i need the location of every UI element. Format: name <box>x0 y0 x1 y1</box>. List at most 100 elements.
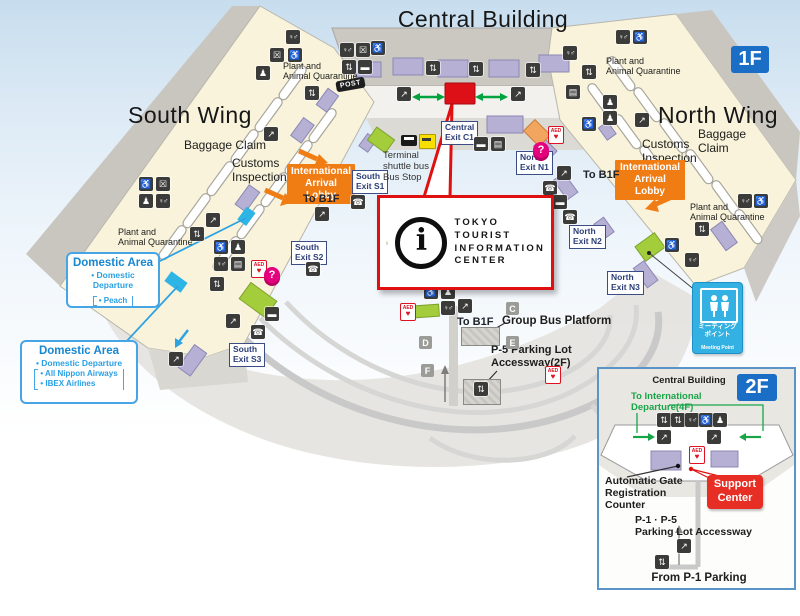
wheelchair-icon: ♿ <box>582 117 596 131</box>
escalator-icon: ↗ <box>557 166 571 180</box>
aed-icon: AED♥ <box>400 303 416 321</box>
meeting-point-jp-label: ミーティング ポイント <box>698 323 737 338</box>
south-to-b1f-label: To B1F <box>303 193 340 205</box>
elevator-icon: ⇅ <box>582 65 596 79</box>
elevator-icon: ⇅ <box>190 227 204 241</box>
south-exit-s1-label: South Exit S1 <box>352 170 389 194</box>
shuttle-bus-stop-label: Terminal shuttle bus Bus Stop <box>383 150 429 183</box>
escalator-icon: ↗ <box>458 299 472 313</box>
restroom-icon: ♀♂ <box>563 46 577 60</box>
north-exit-n2-label: North Exit N2 <box>569 225 606 249</box>
bus-stop-d-badge: D <box>419 336 432 349</box>
escalator-icon: ↗ <box>169 352 183 366</box>
central-exit-c1-label: Central Exit C1 <box>441 121 479 145</box>
restroom-icon: ♀♂ <box>738 194 752 208</box>
quarantine-person-icon: ♟ <box>603 111 617 125</box>
wheelchair-icon: ♿ <box>665 238 679 252</box>
south-exit-s2-label: South Exit S2 <box>291 241 328 265</box>
coin-locker-icon: ▤ <box>566 85 580 99</box>
aed-icon: AED♥ <box>548 126 564 144</box>
escalator-icon: ↗ <box>657 430 671 444</box>
escalator-icon: ↗ <box>315 207 329 221</box>
smoking-room-icon: ▬ <box>358 60 372 74</box>
elevator-icon: ⇅ <box>657 413 671 427</box>
south-exit-s3-label: South Exit S3 <box>229 343 266 367</box>
airline-list: • All Nippon Airways • IBEX Airlines <box>34 369 124 390</box>
coin-locker-icon: ♟ <box>713 413 727 427</box>
north-to-b1f-label: To B1F <box>583 169 620 181</box>
quarantine-person-icon: ♟ <box>256 66 270 80</box>
bus-stop-icon <box>419 134 436 149</box>
domestic-departure-item: • Domestic Departure <box>35 358 123 368</box>
coin-locker-icon: ▤ <box>491 137 505 151</box>
wheelchair-icon: ♿ <box>288 48 302 62</box>
central-building-title: Central Building <box>397 6 569 32</box>
elevator-icon: ⇅ <box>474 382 488 396</box>
baggage-check-icon: ☒ <box>270 48 284 62</box>
domestic-area-ana-box: Domestic Area • Domestic Departure • All… <box>20 340 138 404</box>
info-phone-icon: ☎ <box>251 325 265 339</box>
north-wing-title: North Wing <box>658 102 779 128</box>
floor-2f-inset: Central Building 2F To International Dep… <box>597 367 796 590</box>
south-intl-arrival-lobby-label: International Arrival Lobby <box>287 164 355 204</box>
north-quarantine-right-label: Plant and Animal Quarantine <box>690 202 765 223</box>
domestic-area-peach-box: Domestic Area • Domestic Departure • Pea… <box>66 252 160 308</box>
elevator-icon: ⇅ <box>305 86 319 100</box>
restroom-icon: ♀♂ <box>286 30 300 44</box>
elevator-icon: ⇅ <box>695 222 709 236</box>
bus-stop-c-badge: C <box>506 302 519 315</box>
from-p1-parking-label: From P-1 Parking <box>651 572 747 584</box>
south-baggage-claim-label: Baggage Claim <box>184 138 267 152</box>
coin-locker-icon: ▤ <box>231 257 245 271</box>
north-quarantine-top-label: Plant and Animal Quarantine <box>606 56 681 77</box>
wheelchair-icon: ♿ <box>371 41 385 55</box>
wheelchair-icon: ♿ <box>633 30 647 44</box>
smoking-room-icon: ▬ <box>474 137 488 151</box>
info-phone-icon: ☎ <box>543 181 557 195</box>
baggage-check-icon: ☒ <box>356 43 370 57</box>
escalator-icon: ↗ <box>206 213 220 227</box>
south-quarantine-top-label: Plant and Animal Quarantine <box>283 61 358 82</box>
p1-p5-accessway-label: P-1 · P-5 Parking Lot Accessway <box>635 514 752 539</box>
smoking-room-icon: ▬ <box>265 307 279 321</box>
information-counter-icon: ? <box>533 142 549 158</box>
elevator-icon: ⇅ <box>469 62 483 76</box>
floor-2f-badge: 2F <box>737 374 777 401</box>
escalator-icon: ↗ <box>707 430 721 444</box>
wheelchair-icon: ♿ <box>699 413 713 427</box>
elevator-icon: ⇅ <box>655 555 669 569</box>
restroom-icon: ♀♂ <box>616 30 630 44</box>
support-center-label: Support Center <box>707 475 763 509</box>
restroom-icon: ♀♂ <box>156 194 170 208</box>
tic-wave-logo <box>386 240 389 245</box>
north-baggage-claim-label: Baggage Claim <box>698 127 747 155</box>
airline-ibex: • IBEX Airlines <box>40 379 96 389</box>
restroom-icon: ♀♂ <box>685 253 699 267</box>
south-quarantine-left-label: Plant and Animal Quarantine <box>118 227 193 248</box>
meeting-point-sign: ミーティング ポイント Meeting Point <box>692 282 743 354</box>
p5-accessway-label: P-5 Parking Lot Accessway(2F) <box>491 344 572 369</box>
elevator-icon: ⇅ <box>526 63 540 77</box>
escalator-icon: ↗ <box>677 539 691 553</box>
wheelchair-icon: ♿ <box>214 240 228 254</box>
bus-stop-e-badge: E <box>506 336 519 349</box>
meeting-point-en-label: Meeting Point <box>701 345 734 351</box>
escalator-icon: ↗ <box>264 127 278 141</box>
tourist-info-callout: i TOKYO TOURIST INFORMATION CENTER <box>377 195 554 290</box>
restroom-icon: ♀♂ <box>214 257 228 271</box>
south-customs-label: Customs Inspection <box>232 156 287 184</box>
airline-ana: • All Nippon Airways <box>40 369 118 378</box>
info-phone-icon: ☎ <box>563 210 577 224</box>
quarantine-person-icon: ♟ <box>603 95 617 109</box>
aed-icon: AED♥ <box>545 366 561 384</box>
smoking-room-icon: ▬ <box>553 195 567 209</box>
elevator-icon: ⇅ <box>342 60 356 74</box>
escalator-icon: ↗ <box>226 314 240 328</box>
north-exit-n3-label: North Exit N3 <box>607 271 644 295</box>
restroom-icon: ♀♂ <box>441 301 455 315</box>
to-international-departure-label: To International Departure(4F) <box>631 391 702 414</box>
escalator-icon: ↗ <box>511 87 525 101</box>
escalator-icon: ↗ <box>397 87 411 101</box>
tic-wordmark: TOKYO TOURIST INFORMATION CENTER <box>454 216 545 267</box>
